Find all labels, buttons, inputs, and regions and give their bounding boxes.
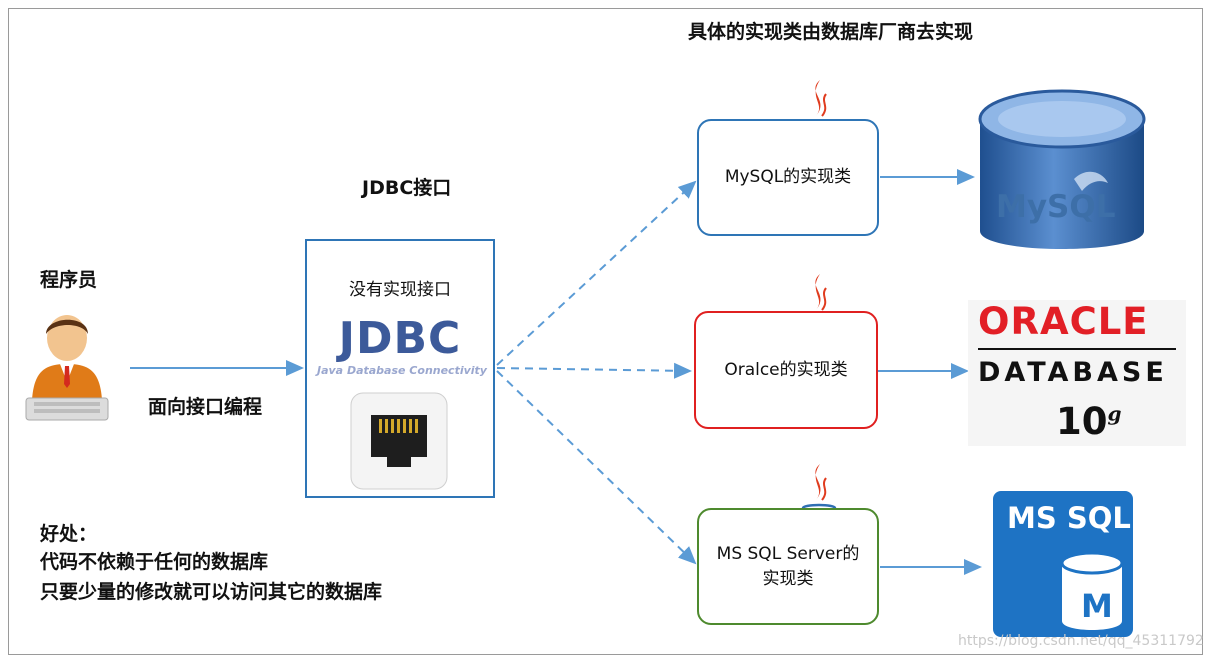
ethernet-port-icon: [350, 392, 448, 490]
benefit-item: 代码不依赖于任何的数据库: [40, 551, 269, 573]
jdbc-logo-text: JDBC: [338, 313, 462, 364]
jdbc-interface-box: 没有实现接口 JDBC Java Database Connectivity: [305, 239, 495, 498]
oracle-logo-divider: [978, 348, 1176, 350]
oracle-version: 10g: [1056, 400, 1122, 443]
diagram-frame: [8, 8, 1203, 655]
mysql-impl-box: MySQL的实现类: [697, 119, 879, 236]
mssql-impl-label-line: 实现类: [762, 568, 814, 589]
interface-programming-label: 面向接口编程: [148, 396, 263, 418]
oracle-impl-label: Oralce的实现类: [724, 359, 848, 380]
programmer-label: 程序员: [40, 269, 98, 291]
benefit-item: 只要少量的修改就可以访问其它的数据库: [40, 581, 383, 603]
oracle-database-text: DATABASE: [978, 357, 1168, 388]
mssql-impl-box: MS SQL Server的 实现类: [697, 508, 879, 625]
benefits-title: 好处：: [40, 523, 98, 545]
watermark: https://blog.csdn.net/qq_45311792: [958, 633, 1204, 649]
dashed-arrow-to-oracle: [496, 362, 692, 379]
mssql-cylinder-icon: [1060, 551, 1124, 630]
jdbc-logo-subtext: Java Database Connectivity: [317, 364, 487, 377]
jdbc-box-caption: 没有实现接口: [349, 280, 451, 300]
mssql-impl-label-line: MS SQL Server的: [716, 543, 860, 564]
programmer-icon: [25, 315, 109, 421]
mysql-logo-text: MySQL: [996, 189, 1116, 225]
mysql-database-logo: MySQL: [978, 87, 1146, 263]
jdbc-interface-title: JDBC接口: [362, 177, 452, 199]
vendor-heading: 具体的实现类由数据库厂商去实现: [688, 21, 974, 43]
mssql-database-logo: MS SQL M: [993, 491, 1133, 637]
mysql-impl-label: MySQL的实现类: [724, 167, 852, 188]
oracle-database-logo: ORACLE DATABASE 10g: [968, 300, 1186, 446]
dashed-arrow-to-mysql: [496, 180, 697, 366]
mssql-letter: M: [1081, 587, 1113, 625]
mssql-logo-text: MS SQL: [1007, 501, 1131, 535]
dashed-arrow-to-mssql: [496, 370, 697, 565]
oracle-logo-text: ORACLE: [978, 300, 1149, 343]
oracle-impl-box: Oralce的实现类: [694, 311, 878, 429]
